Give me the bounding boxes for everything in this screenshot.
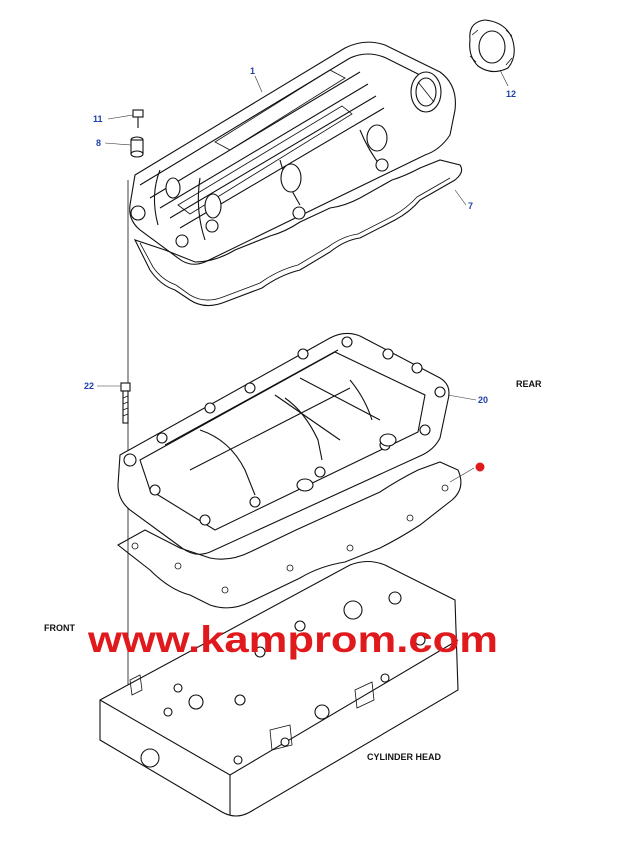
callout-20: 20 <box>478 395 488 405</box>
watermark: www.kamprom.com <box>87 619 498 660</box>
rocker-cover <box>129 41 456 265</box>
cylinder-head-label: CYLINDER HEAD <box>367 752 442 762</box>
bolt-22 <box>120 382 131 424</box>
oil-filler-cap <box>469 19 515 73</box>
lower-gasket <box>117 461 462 609</box>
cylinder-head <box>99 560 459 817</box>
rear-label: REAR <box>516 379 542 389</box>
leader-lines <box>97 69 509 483</box>
callout-12: 12 <box>506 89 516 99</box>
callout-1: 1 <box>250 66 255 76</box>
callout-11: 11 <box>93 114 103 124</box>
callout-7: 7 <box>468 201 473 211</box>
grommet-8 <box>130 136 144 158</box>
bolt-11 <box>132 109 144 128</box>
highlight-marker <box>475 462 485 472</box>
callout-8: 8 <box>96 138 101 148</box>
callout-22: 22 <box>84 381 94 391</box>
cover-gasket <box>133 159 463 307</box>
front-label: FRONT <box>44 623 75 633</box>
carrier-frame <box>117 332 450 555</box>
